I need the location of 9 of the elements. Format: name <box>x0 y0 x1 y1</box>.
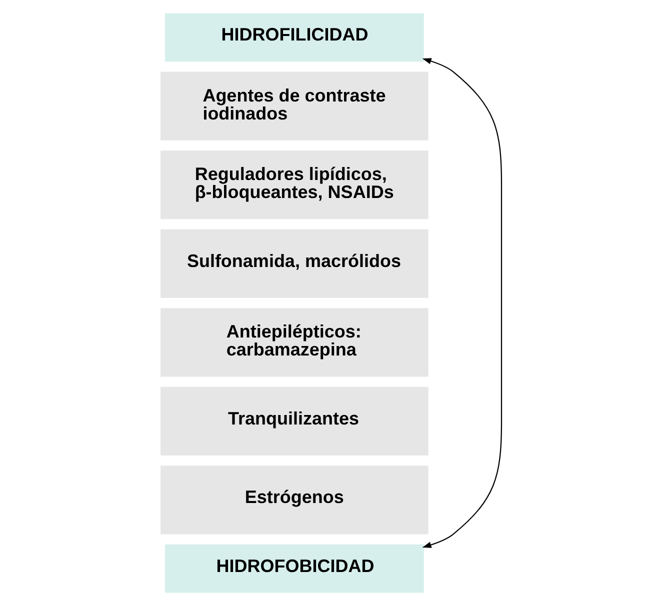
node-box: Antiepilépticos: carbamazepina <box>160 308 428 377</box>
node-box: Agentes de contraste iodinados <box>160 72 428 140</box>
node-box: HIDROFOBICIDAD <box>165 544 424 593</box>
node-box: Tranquilizantes <box>160 386 428 456</box>
node-box: Estrógenos <box>160 466 428 534</box>
node-box: Reguladores lipídicos, β-bloqueantes, NSAIDs <box>160 150 428 220</box>
arrow <box>422 58 502 548</box>
node-box: Sulfonamida, macrólidos <box>160 229 428 298</box>
node-box: HIDROFILICIDAD <box>165 13 424 62</box>
